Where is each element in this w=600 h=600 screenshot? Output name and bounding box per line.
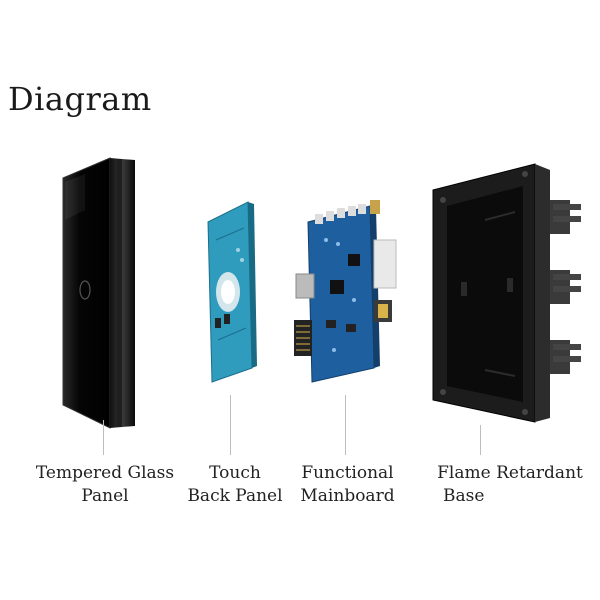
glass-leader-line — [103, 420, 104, 455]
functional-mainboard-image — [290, 200, 400, 385]
flame-retardant-base-image — [425, 160, 585, 425]
tempered-glass-panel-image — [55, 150, 150, 435]
flame-retardant-base-label: Flame Retardant Base — [425, 462, 595, 508]
functional-mainboard-label-line1: Functional — [290, 462, 405, 485]
touch-back-panel-image — [200, 200, 260, 385]
functional-mainboard-label: Functional Mainboard — [290, 462, 405, 508]
diagram-title: Diagram — [8, 80, 152, 118]
flame-retardant-base-label-line1: Flame Retardant — [425, 462, 595, 485]
touch-back-panel-label-line2: Back Panel — [175, 485, 295, 508]
board-leader-line — [345, 395, 346, 455]
tempered-glass-panel-label-line1: Tempered Glass — [20, 462, 190, 485]
functional-mainboard-label-line2: Mainboard — [290, 485, 405, 508]
tempered-glass-panel-label-line2: Panel — [20, 485, 190, 508]
flame-retardant-base-label-line2: Base — [425, 485, 595, 508]
tempered-glass-panel-label: Tempered Glass Panel — [20, 462, 190, 508]
base-leader-line — [480, 425, 481, 455]
touch-leader-line — [230, 395, 231, 455]
touch-back-panel-label: Touch Back Panel — [175, 462, 295, 508]
touch-back-panel-label-line1: Touch — [175, 462, 295, 485]
